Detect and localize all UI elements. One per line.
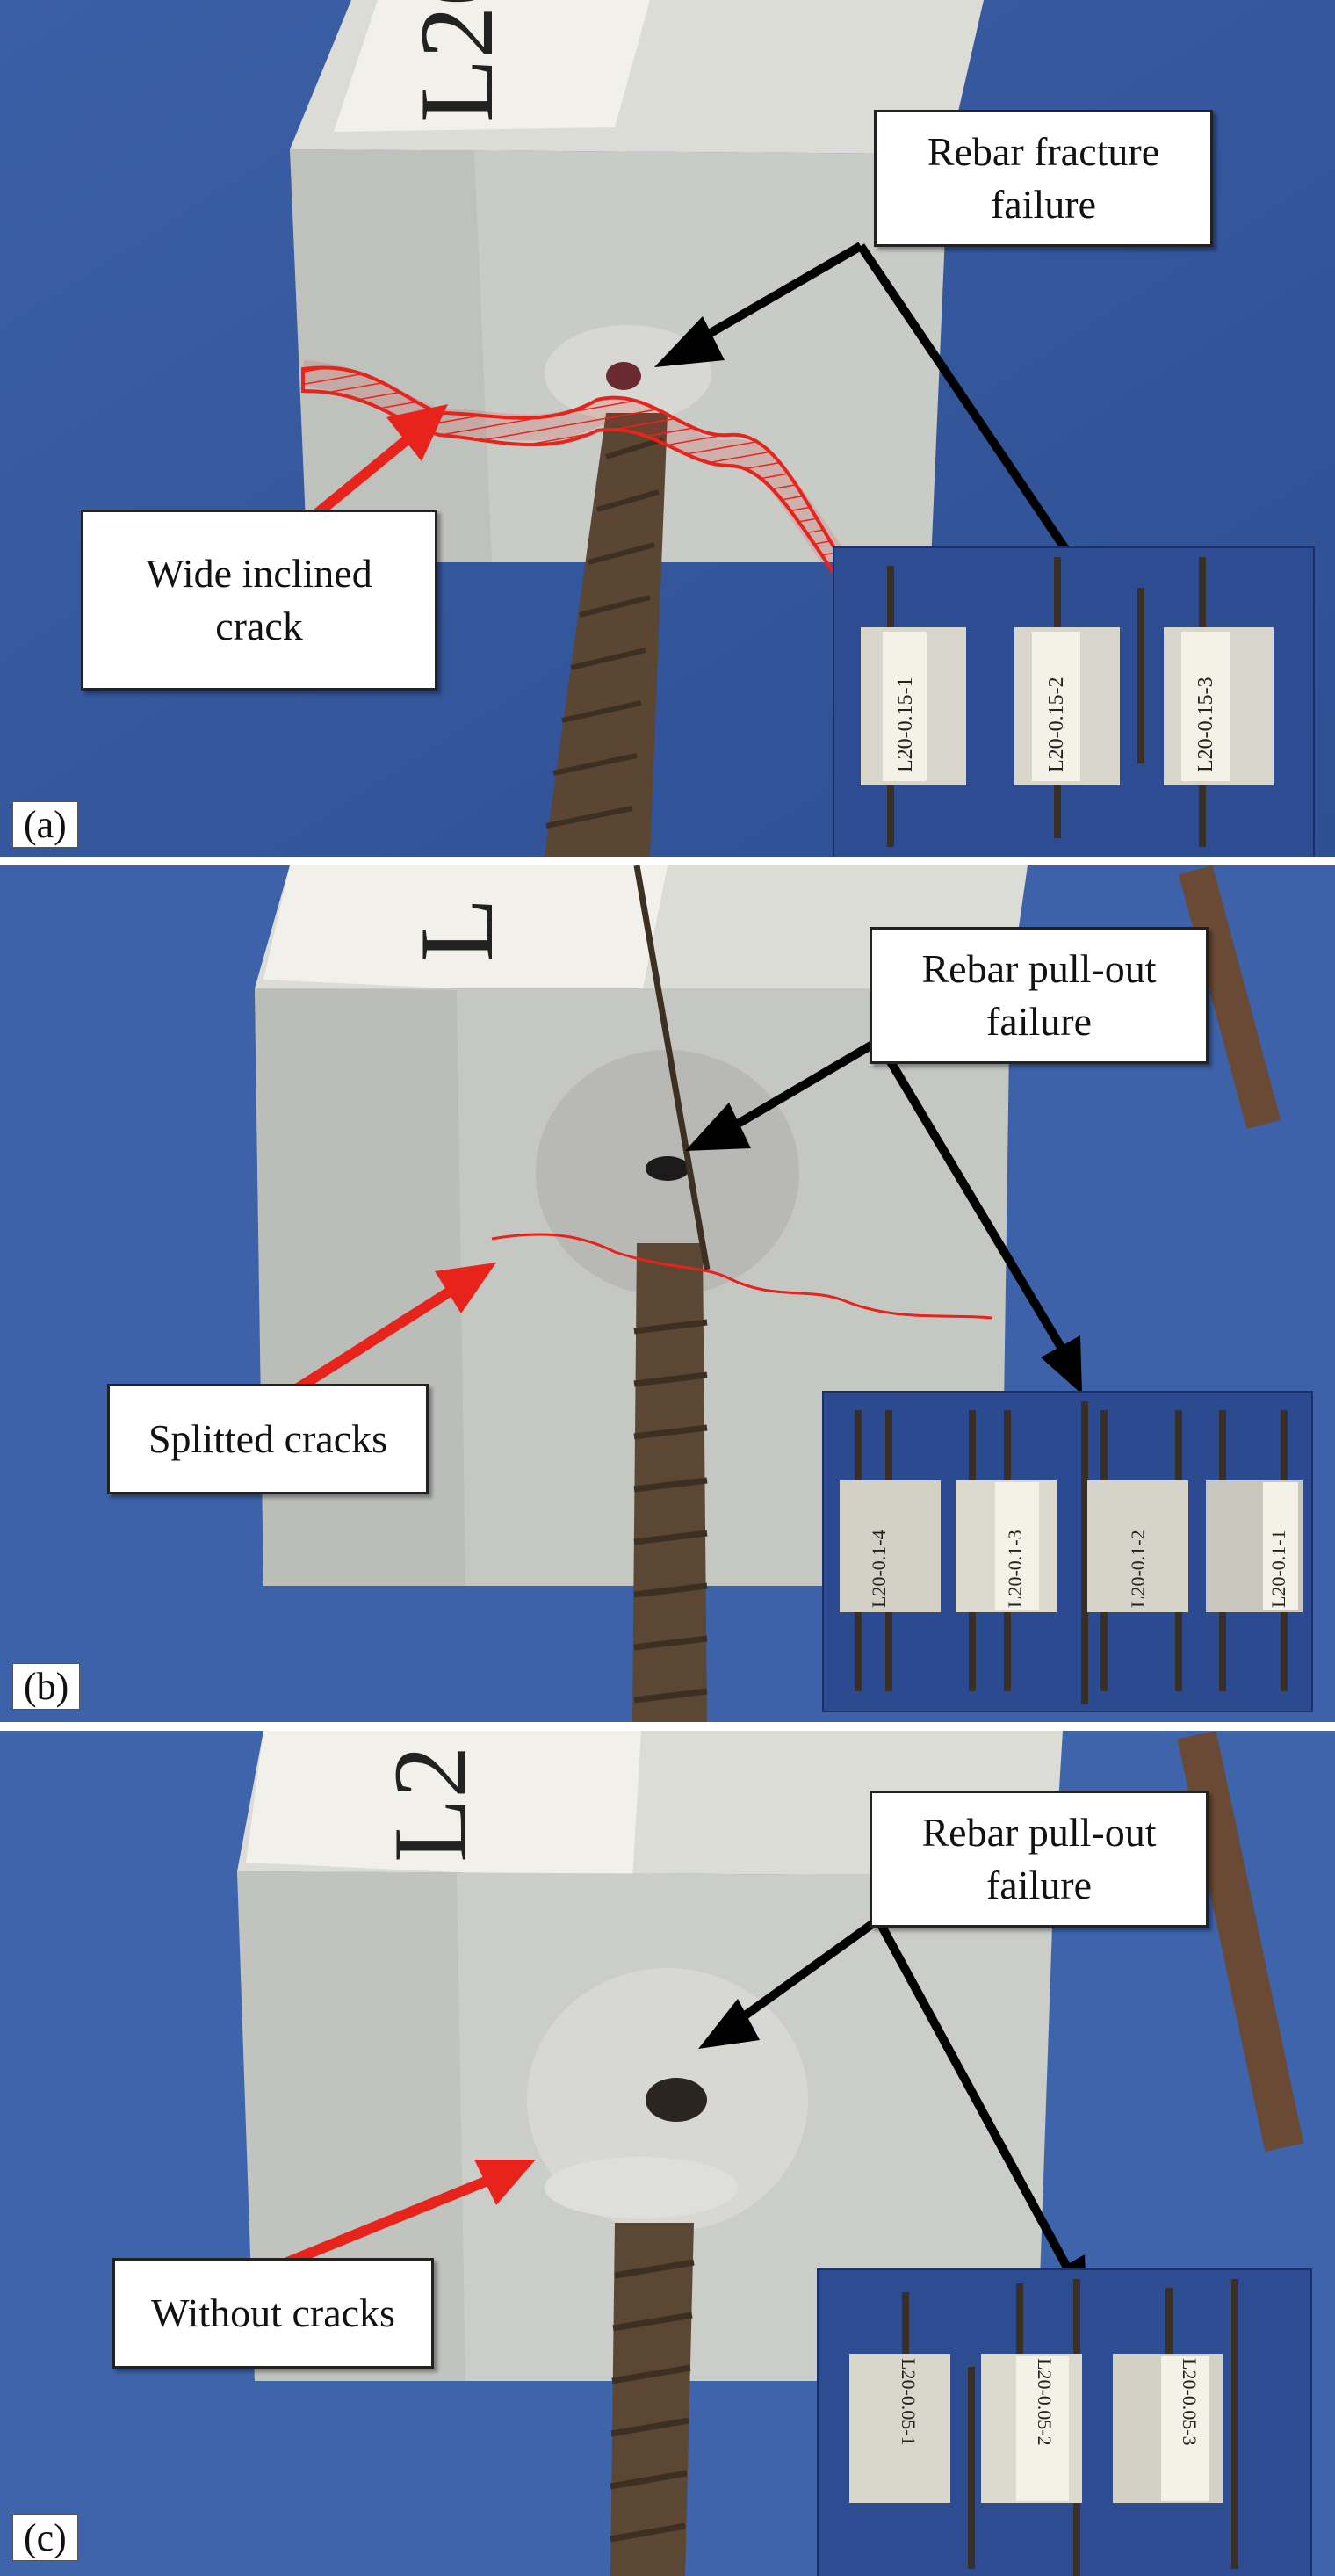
- panel-tag-b: (b): [12, 1663, 81, 1710]
- specimens-inset-c: L20-0.05-1 L20-0.05-2 L20-0.05-3: [817, 2268, 1312, 2576]
- specimens-inset-b: L20-0.1-4 L20-0.1-3 L20-0.1-2 L20-0.1-1: [822, 1391, 1313, 1712]
- callout-rebar-pullout-b: Rebar pull-out failure: [870, 927, 1209, 1064]
- specimen-label: L20-0.15-1: [894, 677, 917, 772]
- panel-b: L Rebar pull-out failure Spli: [0, 865, 1335, 1722]
- panel-c: L2 Rebar pull-out failure Without cracks: [0, 1731, 1335, 2576]
- specimens-photo-a: L20-0.15-1 L20-0.15-2 L20-0.15-3: [834, 548, 1313, 857]
- block-label-a: L20: [398, 0, 515, 123]
- block-label-c: L2: [372, 1746, 488, 1863]
- specimen-label: L20-0.1-1: [1267, 1530, 1289, 1608]
- specimen-label: L20-0.05-2: [1034, 2358, 1056, 2446]
- specimen-label: L20-0.05-1: [898, 2358, 920, 2446]
- callout-splitted-cracks: Splitted cracks: [107, 1384, 429, 1494]
- callout-rebar-pullout-c: Rebar pull-out failure: [870, 1791, 1209, 1928]
- panel-a: L20 Rebar fracture failure Wide: [0, 0, 1335, 857]
- block-label-b: L: [398, 898, 515, 962]
- panel-tag-a: (a): [12, 801, 78, 848]
- specimens-inset-a: L20-0.15-1 L20-0.15-2 L20-0.15-3: [833, 546, 1315, 857]
- specimen-label: L20-0.1-2: [1127, 1530, 1149, 1608]
- specimen-label: L20-0.15-2: [1045, 677, 1068, 772]
- specimens-photo-c: L20-0.05-1 L20-0.05-2 L20-0.05-3: [819, 2270, 1310, 2576]
- panel-tag-c: (c): [12, 2514, 78, 2561]
- callout-rebar-fracture: Rebar fracture failure: [874, 110, 1213, 247]
- callout-wide-inclined-crack: Wide inclined crack: [81, 510, 437, 691]
- specimen-label: L20-0.1-4: [868, 1530, 890, 1608]
- specimens-photo-b: L20-0.1-4 L20-0.1-3 L20-0.1-2 L20-0.1-1: [824, 1393, 1311, 1711]
- specimen-label: L20-0.05-3: [1179, 2358, 1201, 2446]
- specimen-label: L20-0.1-3: [1004, 1530, 1026, 1608]
- panel-c-photo: L2: [0, 1731, 1335, 2576]
- specimen-label: L20-0.15-3: [1194, 677, 1217, 772]
- callout-without-cracks: Without cracks: [112, 2258, 434, 2369]
